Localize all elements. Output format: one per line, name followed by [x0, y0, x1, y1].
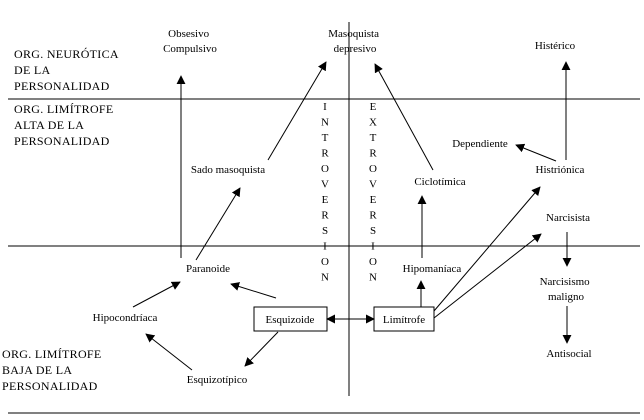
axis-letter: S — [322, 225, 328, 237]
axis-letter: T — [322, 132, 329, 144]
node-esquizotipico: Esquizotípico — [187, 374, 248, 386]
axis-letter: O — [321, 163, 329, 175]
level-label-neurotica: ORG. NEURÓTICA DE LA PERSONALIDAD — [14, 47, 122, 93]
axis-letter: N — [321, 272, 329, 284]
arrow-sado-to-masoquista — [267, 61, 327, 161]
axis-letter: O — [369, 256, 377, 268]
node-antisocial: Antisocial — [546, 348, 591, 360]
node-narcisismo-maligno: Narcisismo maligno — [540, 276, 593, 303]
node-masoquista-depresivo: Masoquista depresivo — [328, 28, 381, 55]
node-box-limitrofe — [373, 306, 435, 332]
axis-letter: T — [370, 132, 377, 144]
node-histerico: Histérico — [535, 40, 576, 52]
axis-letter: E — [322, 194, 329, 206]
node-dependiente: Dependiente — [452, 138, 508, 150]
axis-letter: V — [321, 179, 329, 191]
node-hipocondriaca: Hipocondríaca — [93, 312, 158, 324]
axis-letter: X — [369, 117, 377, 129]
node-limitrofe: Limítrofe — [383, 314, 425, 326]
axis-letter: R — [321, 210, 329, 222]
arrow-paranoide-to-sado — [195, 187, 241, 261]
axis-letter: I — [371, 241, 375, 253]
node-hipomaniaca: Hipomaníaca — [403, 263, 462, 275]
arrow-hipocondriaca-to-paranoide — [132, 281, 181, 308]
arrow-esquizoide-to-paranoide — [230, 282, 277, 299]
arrow-histrionica-to-dependiente — [515, 143, 557, 162]
axis-letter: E — [370, 194, 377, 206]
arrow-limitrofe-to-histrionica — [433, 186, 541, 312]
axis-letter: R — [369, 210, 377, 222]
axis-letter: R — [321, 148, 329, 160]
node-paranoide: Paranoide — [186, 263, 230, 275]
axis-letter: S — [370, 225, 376, 237]
axis-letter: O — [369, 163, 377, 175]
level-label-limitrofe-baja: ORG. LIMÍTROFE BAJA DE LA PERSONALIDAD — [2, 347, 105, 393]
axis-letter: R — [369, 148, 377, 160]
node-ciclotimica: Ciclotímica — [414, 176, 465, 188]
node-histrionica: Histriónica — [536, 164, 585, 176]
node-sado-masoquista: Sado masoquista — [191, 164, 265, 176]
arrow-esquizoide-to-esquizotipico — [244, 331, 279, 367]
node-narcisista: Narcisista — [546, 212, 590, 224]
axis-letter: I — [323, 101, 327, 113]
arrow-ciclotimica-to-masoquista — [374, 63, 434, 171]
axis-letter: N — [369, 272, 377, 284]
axis-letter: V — [369, 179, 377, 191]
arrow-esquizotipico-to-hipocondriaca — [145, 333, 193, 371]
axis-letter: N — [321, 117, 329, 129]
axis-letter: I — [323, 241, 327, 253]
node-esquizoide: Esquizoide — [266, 314, 315, 326]
level-label-limitrofe-alta: ORG. LIMÍTROFE ALTA DE LA PERSONALIDAD — [14, 102, 117, 148]
node-obsesivo-compulsivo: Obsesivo Compulsivo — [163, 28, 217, 55]
arrow-limitrofe-to-narcisista — [433, 233, 542, 319]
axis-letter: E — [370, 101, 377, 113]
axis-letter: O — [321, 256, 329, 268]
node-box-esquizoide — [253, 306, 328, 332]
